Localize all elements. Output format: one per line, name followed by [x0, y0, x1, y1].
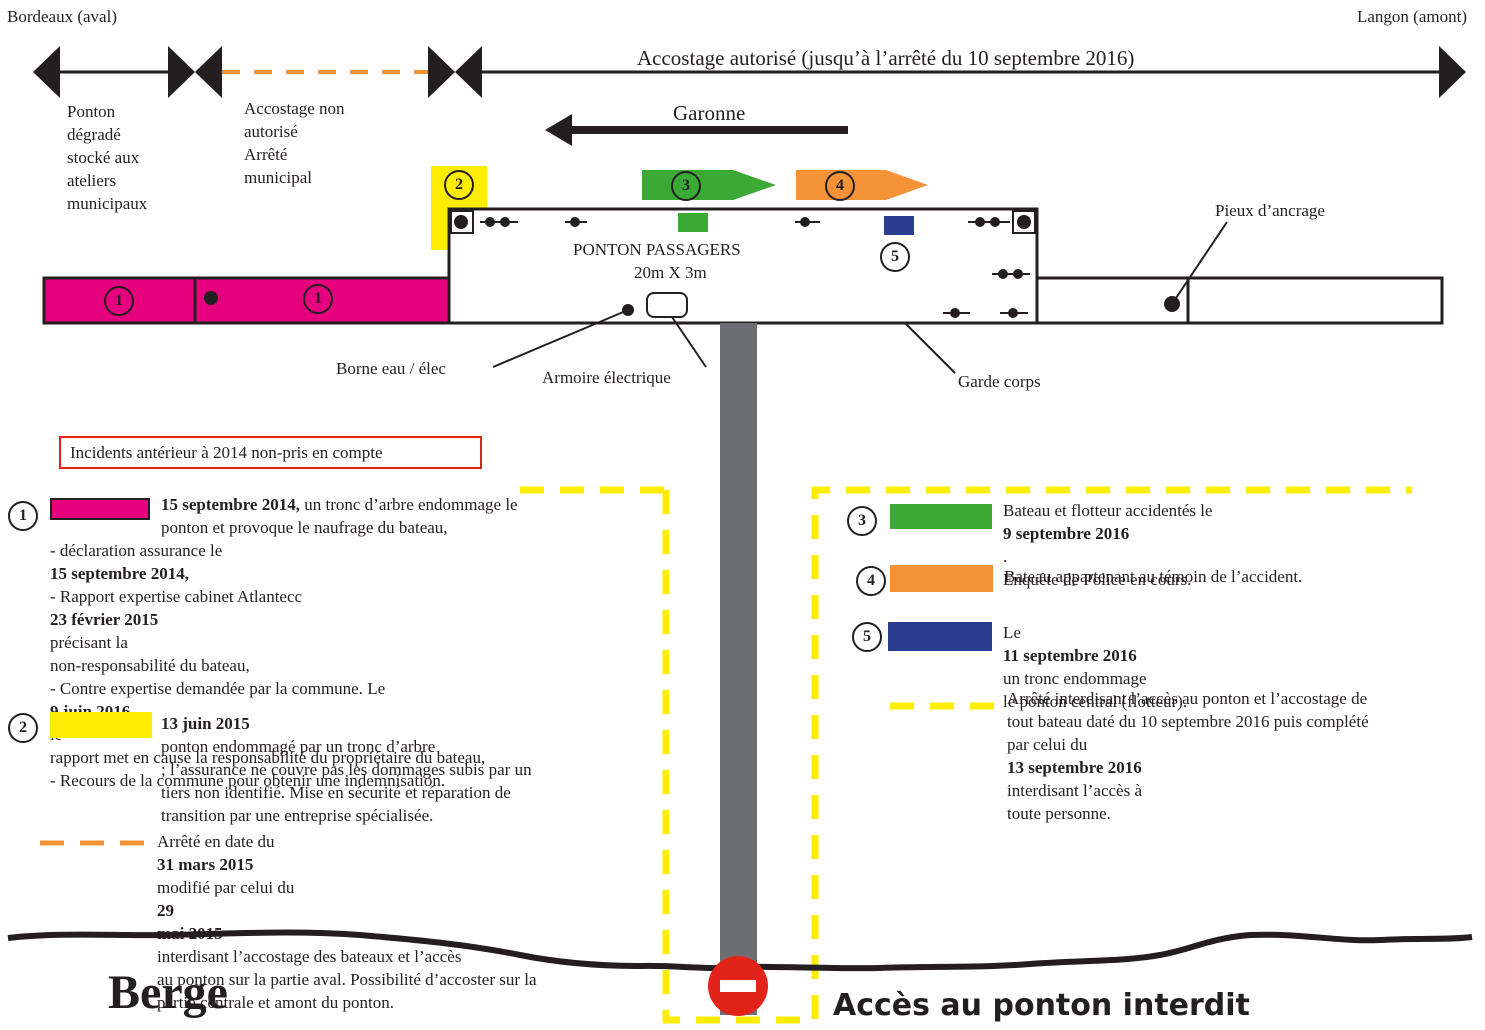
- armoire-electrique: [646, 292, 688, 318]
- legend-swatch-yellow: [50, 712, 152, 738]
- marker-2: 2: [444, 170, 474, 200]
- river-arrow: [545, 114, 848, 146]
- accostage-non-autorise-label: Accostage non autorisé Arrêté municipal: [244, 99, 345, 187]
- upstream-section-b: [1186, 276, 1444, 325]
- ponton-degrade-label: Ponton dégradé stocké aux ateliers munic…: [67, 102, 148, 213]
- no-entry-bar: [720, 980, 756, 992]
- note-box-text: Incidents antérieur à 2014 non-pris en c…: [70, 443, 383, 462]
- corner-pile-left-dot: [454, 215, 468, 229]
- marker-3: 3: [671, 171, 701, 201]
- legend-item-1-body: - déclaration assurance le 15 septembre …: [50, 541, 486, 790]
- bordeaux-label: Bordeaux (aval): [7, 7, 117, 26]
- boat-4-orange: [796, 170, 928, 200]
- float-marker-3: [678, 213, 708, 232]
- magenta-pile: [204, 291, 218, 305]
- borne-label: Borne eau / élec: [336, 359, 446, 378]
- acces-interdit-label: Accès au ponton interdit: [833, 988, 1250, 1023]
- float-marker-5: [884, 216, 914, 235]
- access-gangway: [720, 323, 757, 1015]
- legend-item-3: Bateau et flotteur accidentés le 9 septe…: [1003, 501, 1213, 589]
- legend-dash-orange-text: Arrêté en date du 31 mars 2015 modifié p…: [157, 832, 537, 1012]
- legend-swatch-navy: [888, 622, 992, 651]
- armoire-callout-line: [671, 316, 707, 368]
- legend-item-5: Le 11 septembre 2016 un tronc endommage …: [1003, 623, 1188, 711]
- note-box-border: [59, 436, 482, 469]
- corner-pile-right: [1012, 210, 1036, 234]
- legend-dash-yellow-text: Arrêté interdisant l’accès au ponton et …: [1007, 689, 1369, 823]
- legend-marker-2: 2: [8, 713, 38, 743]
- corner-pile-right-dot: [1017, 215, 1031, 229]
- langon-label: Langon (amont): [1357, 7, 1467, 26]
- ponton-title: PONTON PASSAGERS: [573, 240, 741, 259]
- legend-item-4: Bateau appartenant au témoin de l’accide…: [1004, 567, 1303, 586]
- garde-corps-bollards: [480, 217, 1030, 318]
- ponton-dimensions: 20m X 3m: [634, 263, 707, 282]
- riverbank-line: [7, 929, 1473, 972]
- legend-marker-3: 3: [847, 506, 877, 536]
- legend-swatch-green: [890, 504, 992, 529]
- marker-1b: 1: [303, 284, 333, 314]
- accostage-autorise-label: Accostage autorisé (jusqu’à l’arrêté du …: [637, 46, 1135, 70]
- corner-pile-left: [450, 210, 474, 234]
- pieux-callout-line: [1171, 221, 1228, 305]
- river-label: Garonne: [673, 101, 746, 125]
- legend-item-2: 13 juin 2015 ponton endommagé par un tro…: [161, 714, 532, 825]
- marker-5: 5: [880, 242, 910, 272]
- garde-corps-label: Garde corps: [958, 372, 1041, 391]
- armoire-label: Armoire électrique: [542, 368, 671, 387]
- aval-span-arrow: [33, 46, 222, 98]
- legend-item-1-head: 15 septembre 2014, un tronc d’arbre endo…: [161, 495, 518, 537]
- legend-marker-4: 4: [856, 566, 886, 596]
- garde-corps-callout-line: [904, 322, 956, 374]
- legend-swatch-magenta: [50, 498, 150, 520]
- marker-1a: 1: [104, 286, 134, 316]
- legend-swatch-orange: [890, 565, 993, 592]
- legend-marker-1: 1: [8, 501, 38, 531]
- left-dashed-frame: [662, 486, 1412, 1024]
- ponton-passagers: [447, 207, 1039, 325]
- berge-label: Berge: [108, 966, 228, 1019]
- borne-callout-line: [492, 309, 629, 368]
- legend-marker-5: 5: [852, 622, 882, 652]
- boat-3-green: [642, 170, 776, 200]
- autorise-span-arrow: [428, 46, 1466, 98]
- pieux-label: Pieux d’ancrage: [1215, 201, 1325, 220]
- marker-4: 4: [825, 171, 855, 201]
